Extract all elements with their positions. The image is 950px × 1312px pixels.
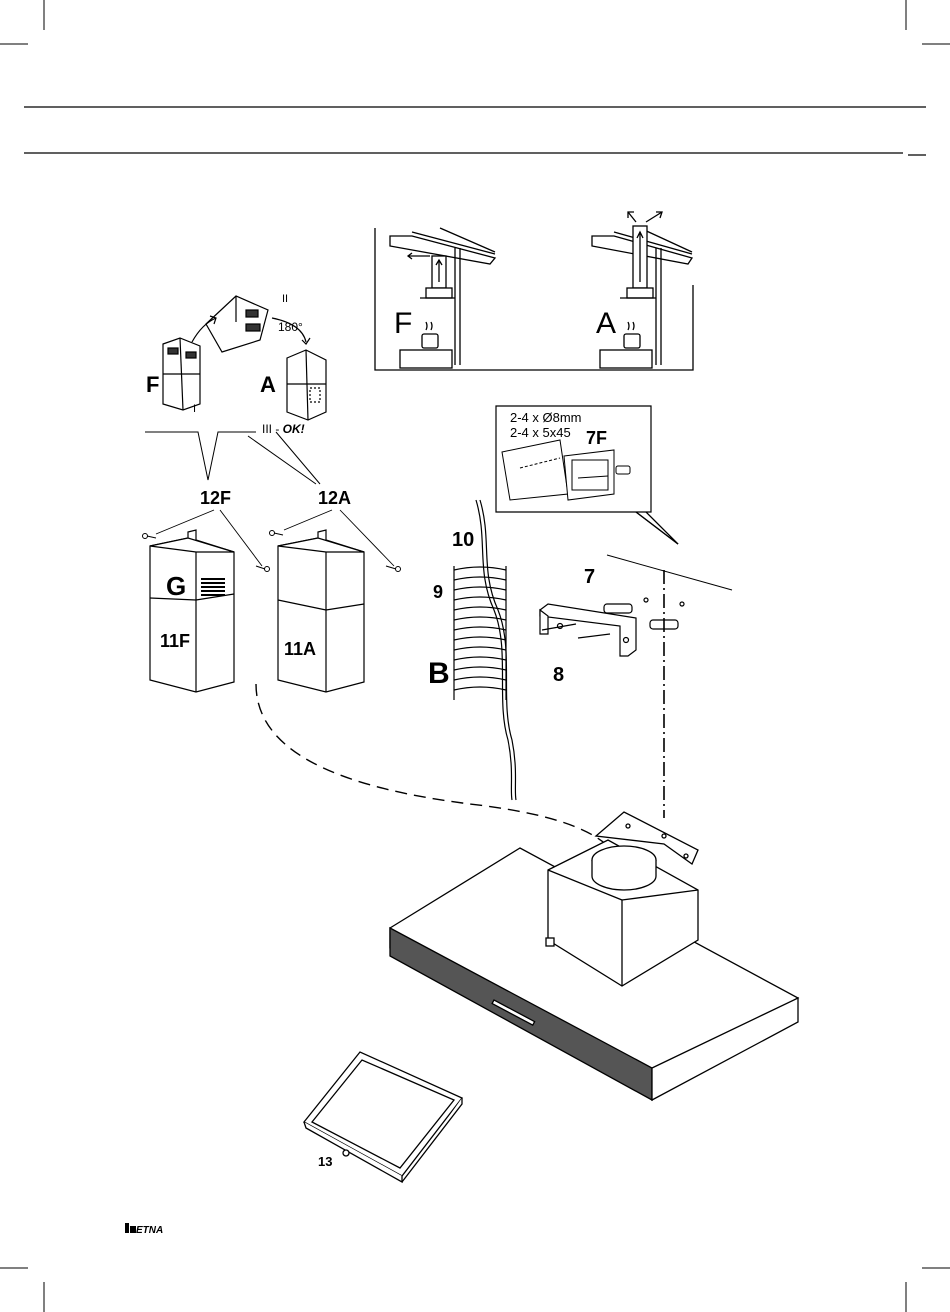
label-b: B	[428, 657, 450, 690]
step-iii-ok: OK!	[283, 422, 305, 436]
callout-label-7f: 7F	[586, 428, 607, 448]
step-iii-label: III - OK!	[262, 422, 305, 436]
brand-logo: ETNA	[125, 1223, 163, 1236]
conversion-sketch	[163, 296, 326, 420]
selection-lines	[145, 432, 320, 484]
label-11a: 11A	[284, 639, 316, 659]
conversion-label-f: F	[146, 372, 159, 397]
conversion-label-a: A	[260, 372, 276, 397]
label-12a: 12A	[318, 488, 351, 508]
label-10: 10	[452, 529, 474, 551]
header-rules	[24, 107, 926, 155]
cooker-hood	[390, 812, 798, 1100]
brand-logo-text: ETNA	[136, 1225, 163, 1236]
callout-line-1: 2-4 x Ø8mm	[510, 410, 582, 425]
label-9: 9	[433, 582, 443, 602]
rotation-label: 180°	[278, 320, 303, 334]
label-7: 7	[584, 566, 595, 588]
guide-curve	[256, 684, 612, 850]
step-ii-label: II	[282, 293, 288, 305]
chimney-cover-f	[150, 530, 234, 692]
flexible-hose	[454, 566, 506, 700]
step-i-label: I	[193, 403, 196, 415]
label-11f: 11F	[160, 631, 190, 651]
scene-label-f: F	[394, 307, 412, 340]
power-cable	[476, 500, 516, 800]
wall-bracket	[540, 598, 684, 656]
label-13: 13	[318, 1154, 332, 1169]
wall-line	[607, 555, 732, 590]
scene-label-a: A	[596, 307, 616, 340]
callout-line-2: 2-4 x 5x45	[510, 425, 571, 440]
step-iii-prefix: III -	[262, 422, 283, 436]
label-g: G	[166, 571, 186, 601]
label-12f: 12F	[200, 488, 231, 508]
label-8: 8	[553, 664, 564, 686]
chimney-cover-a	[278, 530, 364, 692]
installation-scene	[375, 212, 693, 370]
